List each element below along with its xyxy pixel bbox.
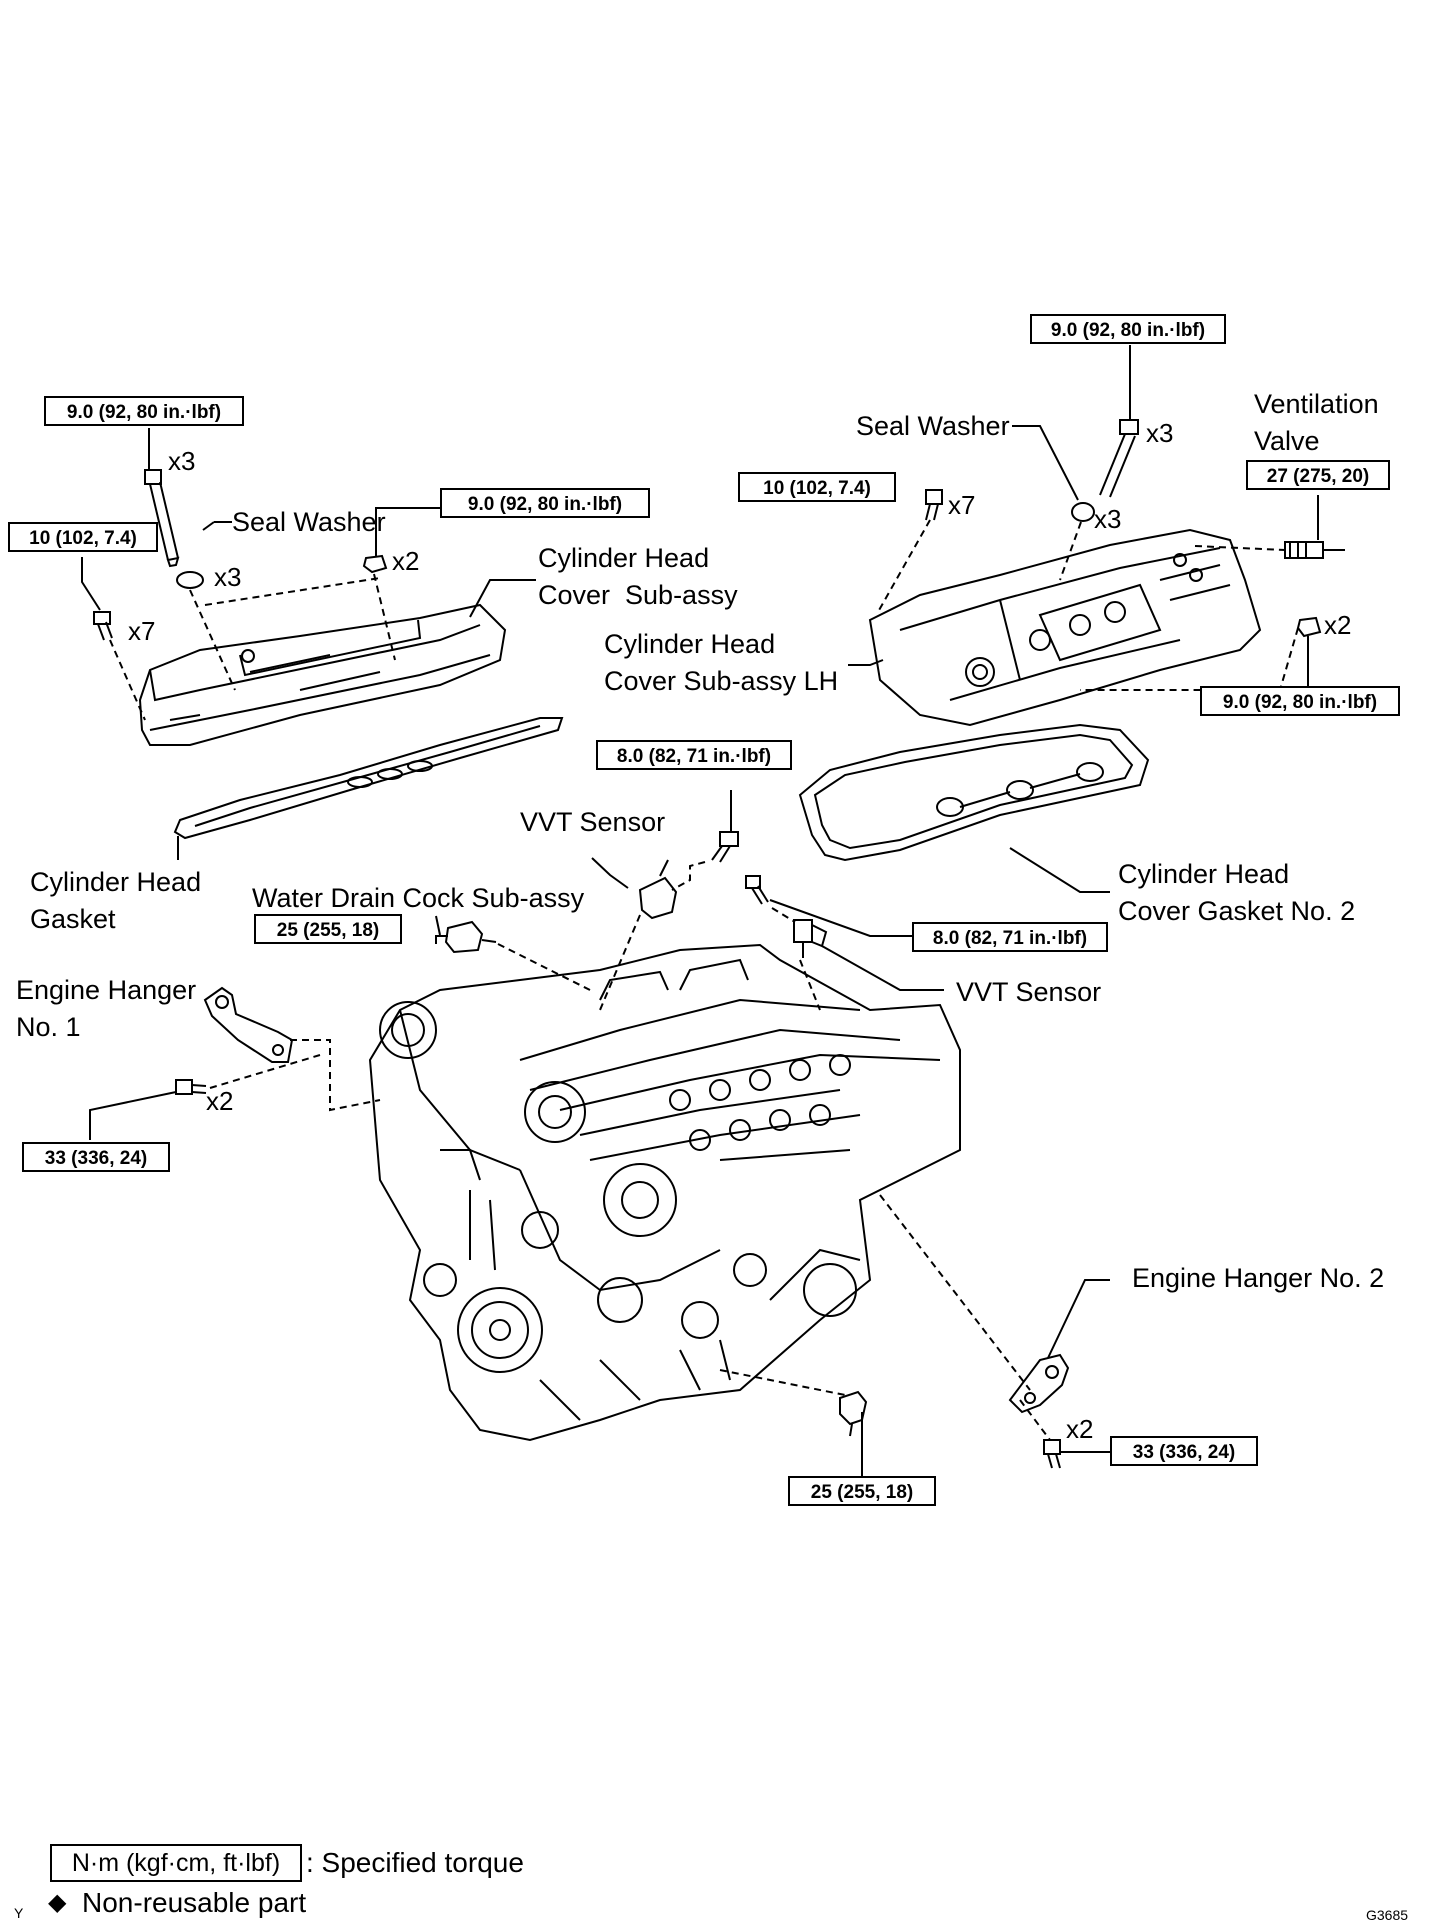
bolt-small-left bbox=[93, 611, 113, 641]
cylinder-head-cover-gasket-no2 bbox=[798, 723, 1150, 862]
torque-box-7: 9.0 (92, 80 in.·lbf) bbox=[1200, 686, 1400, 716]
cylinder-head-gasket bbox=[173, 717, 564, 840]
qty-seal-washer-left: x3 bbox=[214, 562, 242, 592]
vvt-bolt-right bbox=[745, 875, 769, 905]
label-seal-washer-left: Seal Washer bbox=[232, 507, 386, 537]
torque-box-4: 10 (102, 7.4) bbox=[8, 522, 158, 552]
label-seal-washer-right: Seal Washer bbox=[856, 411, 1010, 441]
nut-right bbox=[1296, 616, 1322, 638]
qty-nut-right: x2 bbox=[1324, 610, 1352, 640]
bolt-hanger-no2 bbox=[1043, 1439, 1061, 1469]
torque-box-8: 8.0 (82, 71 in.·lbf) bbox=[596, 740, 792, 770]
engine-hanger-no1 bbox=[203, 986, 294, 1063]
engine-block bbox=[368, 943, 961, 1442]
torque-box-3: 9.0 (92, 80 in.·lbf) bbox=[440, 488, 650, 518]
legend-unit-box: N·m (kgf·cm, ft·lbf) bbox=[50, 1844, 302, 1882]
guide-lines-right bbox=[877, 519, 1299, 691]
engine-hanger-no2 bbox=[1008, 1353, 1070, 1414]
qty-bolt-long-left: x3 bbox=[168, 446, 196, 476]
label-engine-hanger-no2: Engine Hanger No. 2 bbox=[1132, 1263, 1385, 1293]
torque-box-2: 9.0 (92, 80 in.·lbf) bbox=[44, 396, 244, 426]
legend-unit-description: : Specified torque bbox=[306, 1847, 524, 1878]
bolt-hanger-no1 bbox=[175, 1079, 207, 1095]
torque-box-1: 9.0 (92, 80 in.·lbf) bbox=[1030, 314, 1226, 344]
qty-seal-washer-right: x3 bbox=[1094, 504, 1122, 534]
label-engine-hanger-no1: Engine Hanger No. 1 bbox=[16, 975, 197, 1042]
label-water-drain-cock: Water Drain Cock Sub-assy bbox=[252, 883, 585, 913]
qty-nut-left: x2 bbox=[392, 546, 420, 576]
guide-lines-left bbox=[109, 573, 396, 721]
label-cylinder-head-gasket: Cylinder Head Gasket bbox=[30, 867, 202, 934]
label-cylinder-head-cover: Cylinder Head Cover Sub-assy bbox=[538, 543, 738, 610]
seal-washer-right bbox=[1071, 502, 1095, 522]
bolt-long-left bbox=[144, 469, 180, 568]
vvt-sensor-right bbox=[793, 919, 828, 958]
label-ventilation-valve: Ventilation Valve bbox=[1254, 389, 1379, 456]
cylinder-head-cover-left bbox=[138, 603, 507, 746]
vvt-bolt-top bbox=[711, 831, 739, 863]
nut-left bbox=[362, 554, 388, 574]
torque-box-6: 27 (275, 20) bbox=[1246, 460, 1390, 490]
torque-box-13: 25 (255, 18) bbox=[788, 1476, 936, 1506]
qty-bolt-small-right: x7 bbox=[948, 490, 976, 520]
label-vvt-sensor-top: VVT Sensor bbox=[520, 807, 666, 837]
seal-washer-left bbox=[176, 571, 204, 589]
legend-nonreusable-text: Non-reusable part bbox=[82, 1887, 307, 1918]
figure-code: G3685 bbox=[1366, 1907, 1409, 1922]
torque-box-12: 33 (336, 24) bbox=[1110, 1436, 1258, 1466]
label-cylinder-head-cover-lh: Cylinder Head Cover Sub-assy LH bbox=[604, 629, 839, 696]
qty-bolt-hanger-no2: x2 bbox=[1066, 1414, 1094, 1444]
corner-mark: Y bbox=[14, 1905, 24, 1921]
legend-diamond-icon: ◆ bbox=[48, 1889, 67, 1916]
vvt-sensor-top bbox=[638, 859, 678, 920]
torque-box-9: 25 (255, 18) bbox=[254, 914, 402, 944]
bolt-long-right bbox=[1099, 419, 1139, 498]
ventilation-valve bbox=[1284, 541, 1345, 559]
water-drain-cock-upper bbox=[444, 920, 497, 954]
qty-bolt-hanger-no1: x2 bbox=[206, 1086, 234, 1116]
cylinder-head-cover-lh bbox=[868, 528, 1262, 727]
label-cylinder-head-cover-gasket-no2: Cylinder Head Cover Gasket No. 2 bbox=[1118, 859, 1356, 926]
qty-bolt-small-left: x7 bbox=[128, 616, 156, 646]
bolt-small-right bbox=[925, 489, 943, 521]
label-vvt-sensor-right: VVT Sensor bbox=[956, 977, 1102, 1007]
torque-box-10: 8.0 (82, 71 in.·lbf) bbox=[912, 922, 1108, 952]
qty-bolt-long-right: x3 bbox=[1146, 418, 1174, 448]
torque-box-11: 33 (336, 24) bbox=[22, 1142, 170, 1172]
torque-box-5: 10 (102, 7.4) bbox=[738, 472, 896, 502]
